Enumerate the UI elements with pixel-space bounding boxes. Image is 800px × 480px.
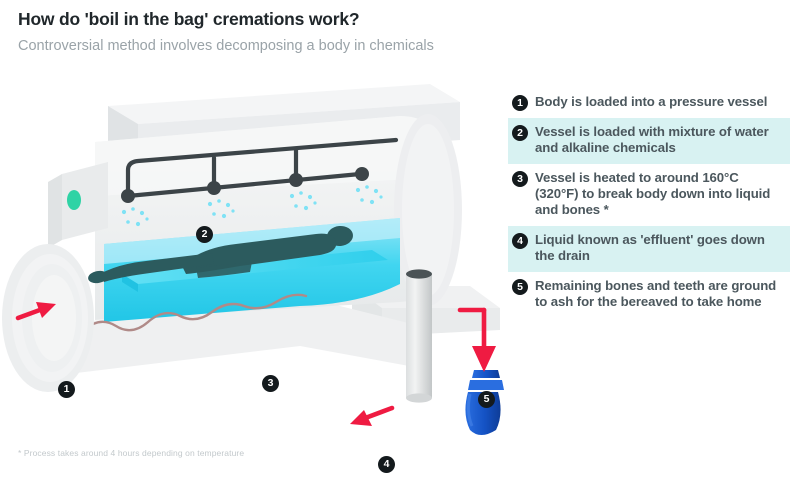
status-indicator-light: [67, 190, 81, 210]
vessel-illustration: 1 2 3 4 5: [0, 78, 505, 473]
step-badge-2: 2: [512, 125, 528, 141]
step-text-5: Remaining bones and teeth are ground to …: [535, 277, 777, 309]
spray-droplets: [121, 185, 383, 227]
step-item-2: 2 Vessel is loaded with mixture of water…: [508, 118, 790, 164]
step-text-4: Liquid known as 'effluent' goes down the…: [535, 231, 765, 264]
page-subtitle: Controversial method involves decomposin…: [18, 38, 434, 55]
arrow-ash-to-urn: [457, 307, 496, 372]
steps-list: 1 Body is loaded into a pressure vessel …: [508, 88, 790, 317]
step-text-1: Body is loaded into a pressure vessel: [535, 94, 768, 109]
step-badge-4: 4: [512, 232, 528, 249]
callout-marker-3: 3: [262, 375, 279, 392]
step-item-3: 3 Vessel is heated to around 160°C (320°…: [508, 164, 790, 226]
footnote: * Process takes around 4 hours depending…: [18, 448, 245, 458]
step-item-1: 1 Body is loaded into a pressure vessel: [508, 88, 790, 118]
pipe-nozzles: [121, 167, 369, 203]
callout-marker-1: 1: [58, 381, 75, 398]
callout-marker-2: 2: [196, 226, 213, 243]
step-text-3: Vessel is heated to around 160°C (320°F)…: [535, 169, 771, 218]
vessel-door-hatch: [2, 244, 94, 392]
callout-marker-4: 4: [378, 456, 395, 473]
header: How do 'boil in the bag' cremations work…: [18, 9, 778, 55]
callout-marker-5: 5: [478, 391, 495, 408]
chemical-pipe-manifold: [125, 137, 399, 199]
step-text-2: Vessel is loaded with mixture of water a…: [535, 124, 769, 156]
body-tray: [122, 250, 388, 292]
page-title: How do 'boil in the bag' cremations work…: [18, 9, 360, 29]
arrow-body-in: [15, 302, 56, 321]
step-badge-3: 3: [512, 170, 528, 187]
step-item-5: 5 Remaining bones and teeth are ground t…: [508, 272, 790, 318]
step-item-4: 4 Liquid known as 'effluent' goes down t…: [508, 225, 790, 272]
arrow-effluent-out: [350, 405, 395, 426]
step-badge-5: 5: [512, 278, 528, 295]
vessel-diagram-svg: [2, 84, 504, 435]
step-badge-1: 1: [512, 95, 528, 111]
body-silhouette: [88, 225, 353, 284]
heating-coil: [82, 293, 308, 332]
drain-pipe: [406, 269, 432, 403]
